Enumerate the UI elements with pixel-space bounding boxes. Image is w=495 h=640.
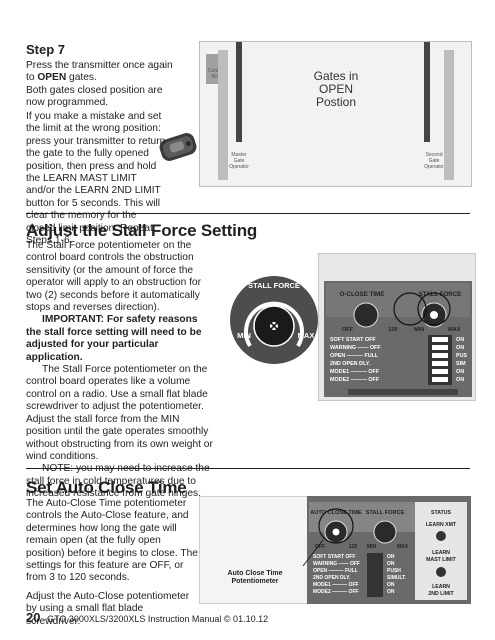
learn-xmt-button[interactable] <box>436 531 446 541</box>
board-120-label: 120 <box>388 327 397 333</box>
autoclose-max-label: MAX <box>397 544 409 550</box>
autoclose-para2: Adjust the Auto-Close potentiometer by u… <box>26 590 190 627</box>
autoclose-dip-5: MODE1 ——— OFF <box>313 582 359 588</box>
stall-para3: The Stall Force potentiometer on the con… <box>26 364 213 462</box>
step7-para1: Press the transmitter once again to OPEN… <box>26 60 173 84</box>
learn-mast-label-1: LEARN <box>432 550 450 556</box>
highlight-circle-right <box>417 292 451 326</box>
dip-label-3: OPEN ——— FULL <box>330 353 379 359</box>
dip-label-1: SOFT START OFF <box>330 337 376 343</box>
autoclose-dip-2: WARNING —— OFF <box>313 561 360 567</box>
dip-right-5: ON <box>456 369 464 375</box>
remote-transmitter-image <box>156 130 200 169</box>
step7-para2: Both gates closed position are now progr… <box>26 85 163 109</box>
autoclose-stall-pot <box>373 520 397 544</box>
master-gate-arm <box>236 42 242 142</box>
auto-close-pot <box>353 302 379 328</box>
autoclose-dip-1: SOFT START OFF <box>313 554 355 560</box>
stall-control-board-figure: O-CLOSE TIME STALL FORCE OFF 120 MIN MAX… <box>317 252 477 406</box>
dip-label-2: WARNING —— OFF <box>330 345 381 351</box>
autoclose-auto-close-label: AUTO CLOSE TIME <box>310 510 362 516</box>
knob-title: STALL FORCE <box>248 281 300 290</box>
autoclose-board-figure: AUTO CLOSE TIME STALL FORCE OFF 120 MIN … <box>198 495 472 609</box>
learn-xmt-label: LEARN XMT <box>426 522 457 528</box>
highlight-circle-left <box>393 292 427 326</box>
dip-label-6: MODE2 ——— OFF <box>330 377 380 383</box>
dip-label-4: 2ND OPEN DLY. <box>330 361 371 367</box>
learn-mast-button[interactable] <box>436 567 446 577</box>
left-post <box>218 50 228 180</box>
step7-para3: If you make a mistake and set the limit … <box>26 111 166 247</box>
dip-right-4: SIM <box>456 361 466 367</box>
second-gate-arm <box>424 42 430 142</box>
board-max-label: MAX <box>448 327 461 333</box>
dip-label-5: MODE1 ——— OFF <box>330 369 380 375</box>
autoclose-stall-force-label: STALL FORCE <box>366 510 405 516</box>
page-footer: 20 GTO 3000XLS/3200XLS Instruction Manua… <box>26 610 268 625</box>
section-divider-1 <box>26 213 470 214</box>
dip-right-3: PUS <box>456 353 467 359</box>
knob-scale-arc <box>244 301 304 348</box>
section-divider-2 <box>26 468 470 469</box>
board-off-label: OFF <box>342 327 354 333</box>
autoclose-dip-4: 2ND OPEN DLY. <box>313 575 351 581</box>
autoclose-dip-right-3: PUSH <box>387 568 401 574</box>
autoclose-dip-right-4: SIMULT. <box>387 575 407 581</box>
dip-right-2: ON <box>456 345 464 351</box>
stall-para1: The Stall Force potentiometer on the con… <box>26 240 201 314</box>
autoclose-heading: Set Auto Close Time <box>26 478 187 497</box>
dip-switch-block <box>428 335 452 385</box>
dip-right-6: ON <box>456 377 464 383</box>
status-label: STATUS <box>431 510 452 516</box>
learn-2nd-label-2: 2ND LIMIT <box>428 591 454 597</box>
control-box <box>206 54 220 84</box>
step7-heading: Step 7 <box>26 42 66 57</box>
footer-text: GTO 3000XLS/3200XLS Instruction Manual ©… <box>46 614 269 624</box>
autoclose-callout: Auto Close Time Potentiometer <box>227 570 283 585</box>
autoclose-dip-right-6: ON <box>387 589 395 595</box>
terminal-strip <box>348 389 458 395</box>
dip-right-1: ON <box>456 337 464 343</box>
autoclose-min-label: MIN <box>367 544 377 550</box>
stall-force-knob-figure: STALL FORCE MIN MAX <box>222 268 336 373</box>
stall-para2: IMPORTANT: For safety reasons the stall … <box>26 314 202 363</box>
page-number: 20 <box>26 610 41 625</box>
autoclose-highlight-circle <box>318 508 354 544</box>
knob-min-label: MIN <box>237 331 251 340</box>
stall-heading: Adjust the Stall Force Setting <box>26 221 258 240</box>
autoclose-120-label: 120 <box>349 544 358 550</box>
autoclose-body: The Auto-Close Time potentiometer contro… <box>26 498 198 628</box>
stall-body: The Stall Force potentiometer on the con… <box>26 240 214 501</box>
board-min-label: MIN <box>414 327 424 333</box>
autoclose-dip-right-5: ON <box>387 582 395 588</box>
autoclose-dip-3: OPEN ——— FULL <box>313 568 358 574</box>
autoclose-para1: The Auto-Close Time potentiometer contro… <box>26 498 198 584</box>
learn-buttons-panel <box>415 502 467 600</box>
autoclose-dip-right-2: ON <box>387 561 395 567</box>
autoclose-off-label: OFF <box>315 544 325 550</box>
board-auto-close-label: O-CLOSE TIME <box>340 291 385 298</box>
gates-open-caption: Gates in OPEN Postion <box>313 69 359 109</box>
autoclose-dip-block <box>367 553 383 597</box>
autoclose-dip-6: MODE2 ——— OFF <box>313 589 359 595</box>
learn-mast-label-2: MAST LIMIT <box>426 557 457 563</box>
callout-line <box>302 539 324 567</box>
learn-2nd-label-1: LEARN <box>432 584 450 590</box>
right-post <box>444 50 454 180</box>
knob-max-label: MAX <box>298 331 315 340</box>
autoclose-dip-right-1: ON <box>387 554 395 560</box>
